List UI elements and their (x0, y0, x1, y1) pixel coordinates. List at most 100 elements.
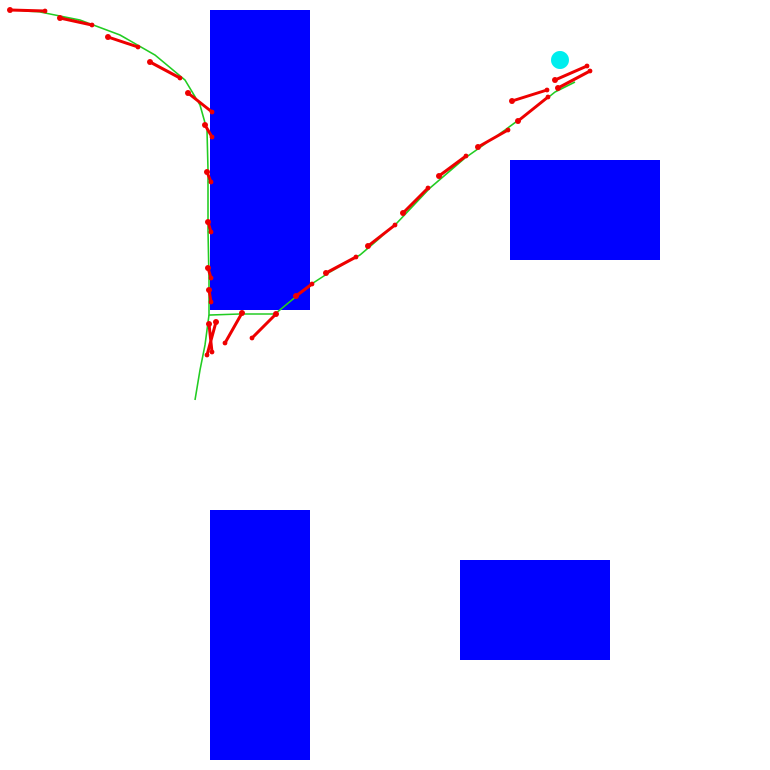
pose-arrow (555, 68, 593, 91)
pose-arrow-shaft (553, 64, 589, 82)
pose-arrow-tail-dot (57, 15, 63, 21)
pose-arrow-tail-dot (105, 34, 111, 40)
pose-arrow-head-dot (392, 222, 398, 228)
pose-arrow-head-dot (587, 68, 593, 74)
pose-arrow (222, 310, 245, 346)
pose-arrow-head-dot (209, 109, 215, 115)
pose-arrow-shaft (366, 223, 397, 248)
obstacle-2 (510, 160, 660, 260)
pose-arrow-tail-dot (509, 98, 515, 104)
pose-arrow-tail-dot (147, 59, 153, 65)
pose-arrow (185, 90, 215, 115)
pose-arrow (515, 94, 551, 124)
pose-arrow-tail-dot (323, 270, 329, 276)
pose-arrow-tail-dot (7, 7, 13, 13)
obstacle-4 (460, 560, 610, 660)
pose-arrow-tail-dot (213, 319, 219, 325)
pose-arrow-head-dot (463, 153, 469, 159)
pose-arrow-head-dot (544, 87, 550, 93)
planned-path (9, 9, 576, 316)
pose-arrow-head-dot (42, 8, 48, 14)
pose-arrow-head-dot (209, 349, 215, 355)
pose-arrow-shaft (401, 186, 430, 215)
pose-arrow (204, 319, 219, 358)
pose-arrow-tail-dot (205, 265, 211, 271)
pose-arrow-shaft (556, 69, 592, 90)
pose-arrow-shaft (106, 35, 140, 49)
pose-arrow-head-dot (545, 94, 551, 100)
pose-arrow-tail-dot (239, 310, 245, 316)
obstacle-3 (210, 510, 310, 760)
pose-arrow-tail-dot (293, 293, 299, 299)
pose-arrow (202, 122, 215, 140)
planned-path-layer (9, 9, 576, 401)
pose-arrow-head-dot (208, 179, 214, 185)
pose-arrows-layer (7, 7, 593, 358)
pose-arrow-tail-dot (555, 85, 561, 91)
pose-arrow-shaft (58, 16, 94, 27)
pose-arrow (205, 219, 214, 235)
pose-arrow-head-dot (249, 335, 255, 341)
obstacle-1 (210, 10, 310, 310)
pose-arrow (323, 254, 359, 276)
pose-arrow-shaft (148, 60, 182, 80)
pose-arrow-head-dot (309, 281, 315, 287)
pose-arrow-tail-dot (515, 118, 521, 124)
pose-arrow-head-dot (208, 229, 214, 235)
pose-arrow-tail-dot (205, 219, 211, 225)
pose-arrow-head-dot (204, 352, 210, 358)
pose-arrow-shaft (223, 311, 244, 345)
pose-arrow-head-dot (505, 127, 511, 133)
pose-arrow-tail-dot (206, 287, 212, 293)
pose-arrow (293, 281, 315, 299)
pose-arrow-shaft (294, 282, 314, 298)
pose-arrow (7, 7, 48, 14)
pose-arrow-tail-dot (436, 173, 442, 179)
pose-arrow-shaft (186, 91, 214, 114)
pose-arrow (57, 15, 95, 28)
pose-arrow-head-dot (135, 44, 141, 50)
pose-arrow-shaft (324, 255, 358, 275)
pose-arrow-shaft (250, 312, 278, 340)
pose-arrow (552, 63, 590, 83)
pose-arrow (436, 153, 469, 179)
pose-arrow-shaft (437, 154, 468, 178)
pose-arrow (475, 127, 511, 150)
pose-arrow (105, 34, 141, 50)
pose-arrow (249, 311, 279, 341)
pose-arrow-head-dot (208, 275, 214, 281)
pose-arrow-tail-dot (273, 311, 279, 317)
pose-arrow-tail-dot (552, 77, 558, 83)
pose-arrow (204, 169, 214, 185)
pose-arrow-tail-dot (185, 90, 191, 96)
pose-arrow (205, 265, 214, 281)
pose-arrow-shaft (205, 320, 218, 357)
pose-arrow (509, 87, 550, 104)
pose-arrow-head-dot (222, 340, 228, 346)
pose-arrow-head-dot (425, 185, 431, 191)
pose-arrow-tail-dot (400, 210, 406, 216)
pose-arrow (365, 222, 398, 249)
pose-arrow-head-dot (208, 299, 214, 305)
pose-arrow-shaft (516, 95, 550, 123)
pose-arrow (206, 287, 214, 305)
pose-arrow-head-dot (89, 22, 95, 28)
pose-arrow-tail-dot (202, 122, 208, 128)
pose-arrow-shaft (8, 8, 47, 13)
pose-arrow-tail-dot (365, 243, 371, 249)
goal-marker (551, 51, 569, 69)
planned-path-branch (194, 314, 210, 401)
pose-arrow-head-dot (584, 63, 590, 69)
pose-arrow (400, 185, 431, 216)
pose-arrow-head-dot (177, 75, 183, 81)
obstacles-layer (210, 10, 660, 760)
goal-layer (551, 51, 569, 69)
pose-arrow-head-dot (353, 254, 359, 260)
pose-arrow-tail-dot (204, 169, 210, 175)
pose-arrow-shaft (476, 128, 510, 149)
pose-arrow-tail-dot (475, 144, 481, 150)
pose-arrow (147, 59, 183, 81)
pose-arrow-head-dot (209, 134, 215, 140)
